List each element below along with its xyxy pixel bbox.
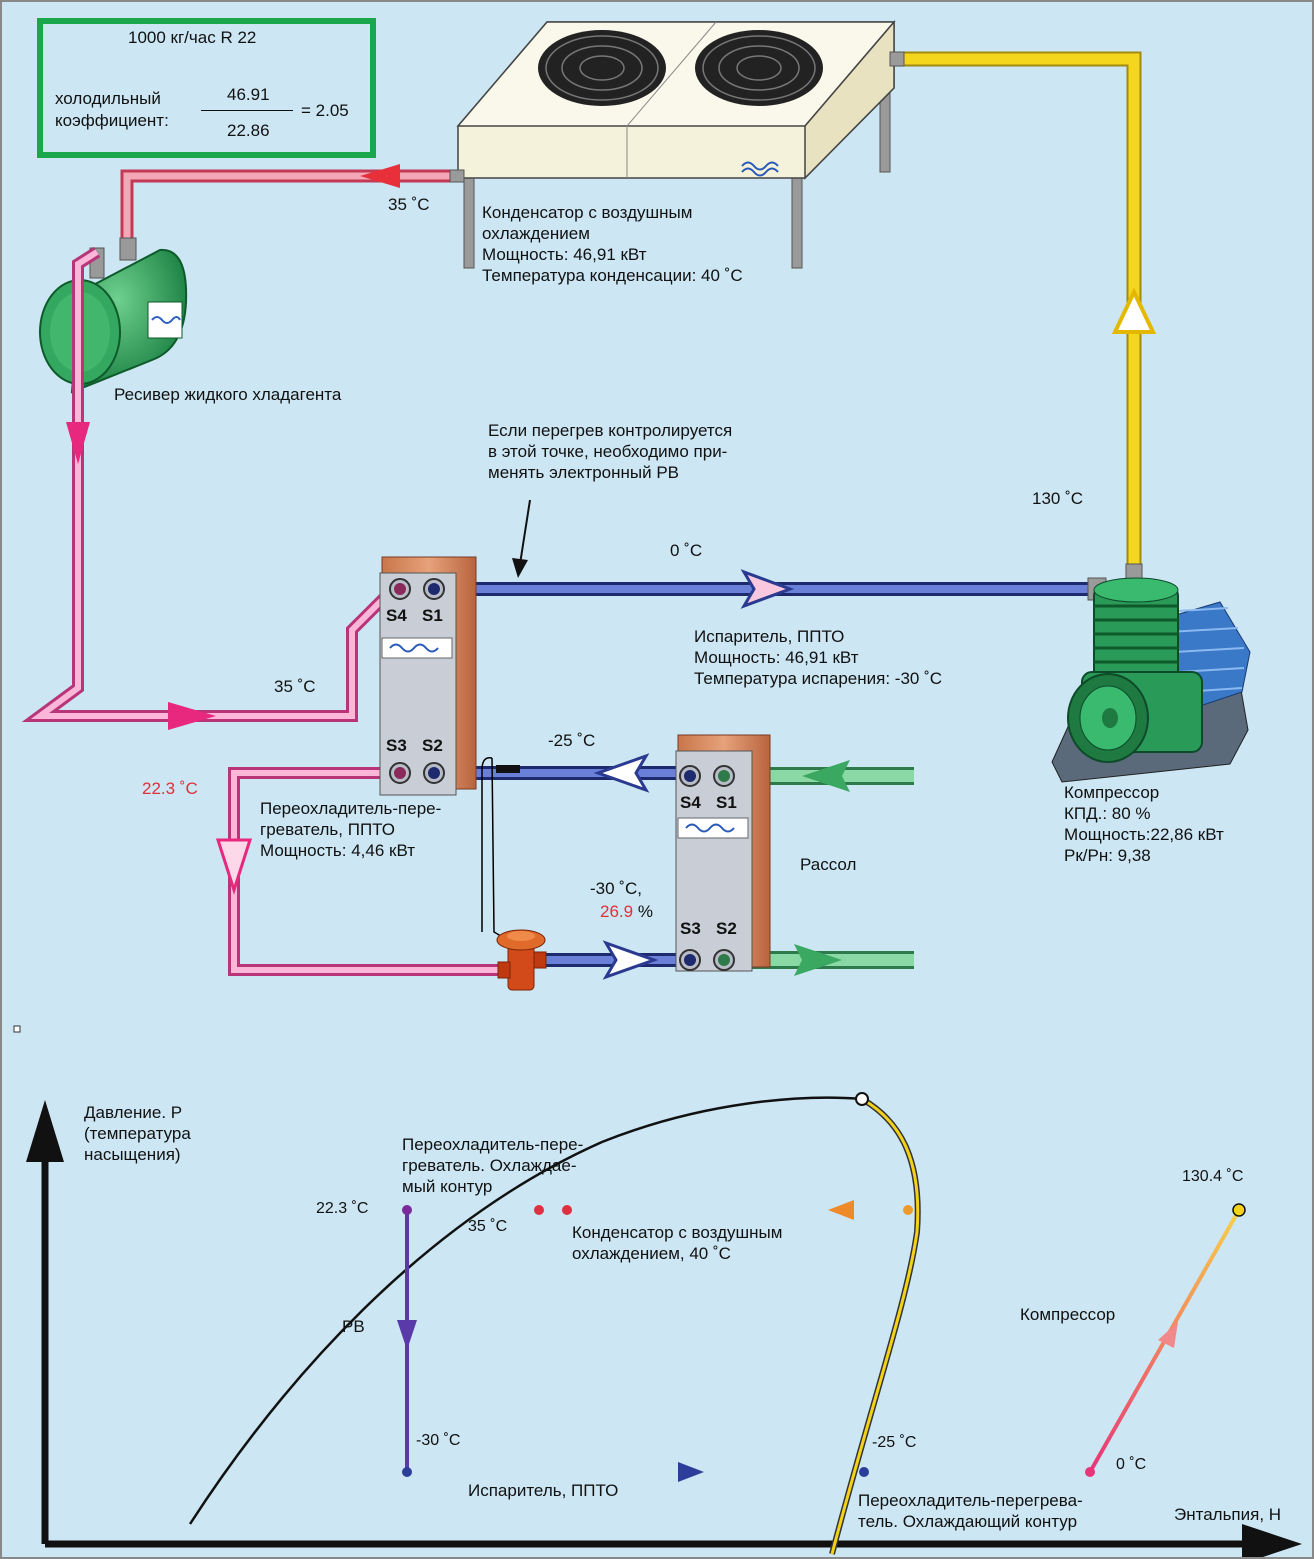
flow-arrow-down	[66, 422, 90, 464]
y-axis-label: Давление. Р (температура насыщения)	[84, 1103, 191, 1164]
evaporator-label: Испаритель, ППТО Мощность: 46,91 кВт Тем…	[694, 627, 943, 688]
ph-temp-22: 22.3 ˚C	[316, 1200, 369, 1217]
liquid-pipe	[21, 246, 389, 730]
ph-temp-m30: -30 ˚C	[416, 1432, 461, 1449]
flow-arrow-left	[802, 760, 850, 792]
flow-arrow-left	[360, 164, 400, 188]
ph-subcooler-cold-label: Переохладитель-перегрева- тель. Охлаждаю…	[858, 1491, 1083, 1531]
subcooled-pipe	[215, 767, 502, 976]
subcooler-label: Переохладитель-пере- греватель, ППТО Мощ…	[260, 799, 442, 860]
hx1-port-s1: S1	[422, 606, 443, 625]
suction-pipe	[434, 569, 1097, 609]
x-axis-label: Энтальпия, Н	[1174, 1505, 1282, 1524]
expansion-outlet-pipe	[532, 940, 690, 980]
condenser-out-temp: 35 ˚C	[388, 195, 430, 214]
cop-result: = 2.05	[301, 101, 349, 120]
flow-arrow-up	[1158, 1322, 1178, 1348]
ph-temp-35: 35 ˚C	[468, 1218, 508, 1235]
ph-evaporator-label: Испаритель, ППТО	[468, 1481, 619, 1500]
receiver	[39, 237, 188, 394]
expansion-valve	[496, 929, 547, 991]
hx2-port-s1: S1	[716, 793, 737, 812]
flow-arrow-right	[794, 944, 842, 976]
ph-temp-m25: -25 ˚C	[872, 1434, 917, 1451]
flow-arrow-right	[678, 1462, 704, 1482]
vapor-line	[829, 1096, 921, 1555]
receiver-label: Ресивер жидкого хладагента	[114, 385, 342, 404]
hx2-port-s3: S3	[680, 919, 701, 938]
ph-expansion-label: РВ	[342, 1317, 365, 1336]
plate-hx-2	[675, 734, 771, 972]
cop-box: 1000 кг/час R 22 холодильный коэффициент…	[37, 18, 376, 158]
flow-arrow-right	[168, 702, 216, 730]
return-pipe	[434, 753, 690, 793]
saturation-curve	[188, 1096, 863, 1525]
plate-hx-1	[379, 556, 477, 796]
critical-point	[855, 1092, 869, 1106]
compressor-label: Компрессор КПД.: 80 % Мощность:22,86 кВт…	[1064, 783, 1224, 865]
callout-arrow	[512, 499, 531, 578]
vapor-quality: 26.9 %	[600, 901, 653, 922]
superheat-note: Если перегрев контролируется в этой точк…	[488, 421, 733, 482]
cop-denominator: 22.86	[227, 121, 270, 140]
ph-compressor-label: Компрессор	[1020, 1305, 1116, 1324]
flow-arrow-left	[828, 1200, 854, 1220]
flow-arrow-down	[215, 838, 253, 895]
hot-gas-pipe	[900, 51, 1157, 572]
flow-arrow-down	[397, 1320, 417, 1350]
marker	[13, 1025, 21, 1033]
hx2-port-s4: S4	[680, 793, 701, 812]
ph-temp-0: 0 ˚C	[1116, 1456, 1147, 1473]
hx1-port-s4: S4	[386, 606, 407, 625]
condenser-label: Конденсатор с воздушным охлаждением Мощн…	[482, 203, 743, 285]
hx1-port-s3: S3	[386, 736, 407, 755]
hx1-port-s2: S2	[422, 736, 443, 755]
compressor-out-temp: 130 ˚C	[1032, 489, 1084, 508]
condenser-unit	[449, 19, 905, 269]
hx2-port-s2: S2	[716, 919, 737, 938]
bulb-capillary	[481, 757, 520, 947]
liquid-temp: 35 ˚C	[274, 677, 316, 696]
flow-arrow-left	[593, 753, 650, 793]
ph-temp-130: 130.4 ˚C	[1182, 1168, 1244, 1185]
evap-out-temp: 0 ˚C	[670, 541, 703, 560]
flow-arrow-right	[602, 940, 659, 980]
return-temp: -25 ˚C	[548, 731, 596, 750]
ph-condenser-label: Конденсатор с воздушным охлаждением, 40 …	[572, 1223, 783, 1263]
flow-arrow-right	[740, 569, 795, 609]
vapor-quality-unit: %	[633, 902, 653, 921]
cop-label-line2: коэффициент:	[55, 111, 169, 130]
fraction-bar	[201, 110, 293, 111]
ph-points	[402, 1203, 1246, 1477]
cop-numerator: 46.91	[227, 85, 270, 104]
flow-arrow-up	[1111, 287, 1157, 334]
expansion-temp: -30 ˚C,	[590, 879, 642, 898]
ph-subcooler-hot-label: Переохладитель-пере- греватель. Охлаждае…	[402, 1135, 584, 1196]
brine-label: Рассол	[800, 855, 857, 874]
vapor-quality-value: 26.9	[600, 902, 634, 921]
flow-rate-title: 1000 кг/час R 22	[128, 28, 257, 47]
cop-label-line1: холодильный	[55, 89, 161, 108]
condensate-pipe	[120, 164, 458, 247]
ph-axes	[26, 1100, 1302, 1557]
subcooled-temp: 22.3 ˚C	[142, 779, 198, 798]
compressor	[1051, 563, 1251, 783]
